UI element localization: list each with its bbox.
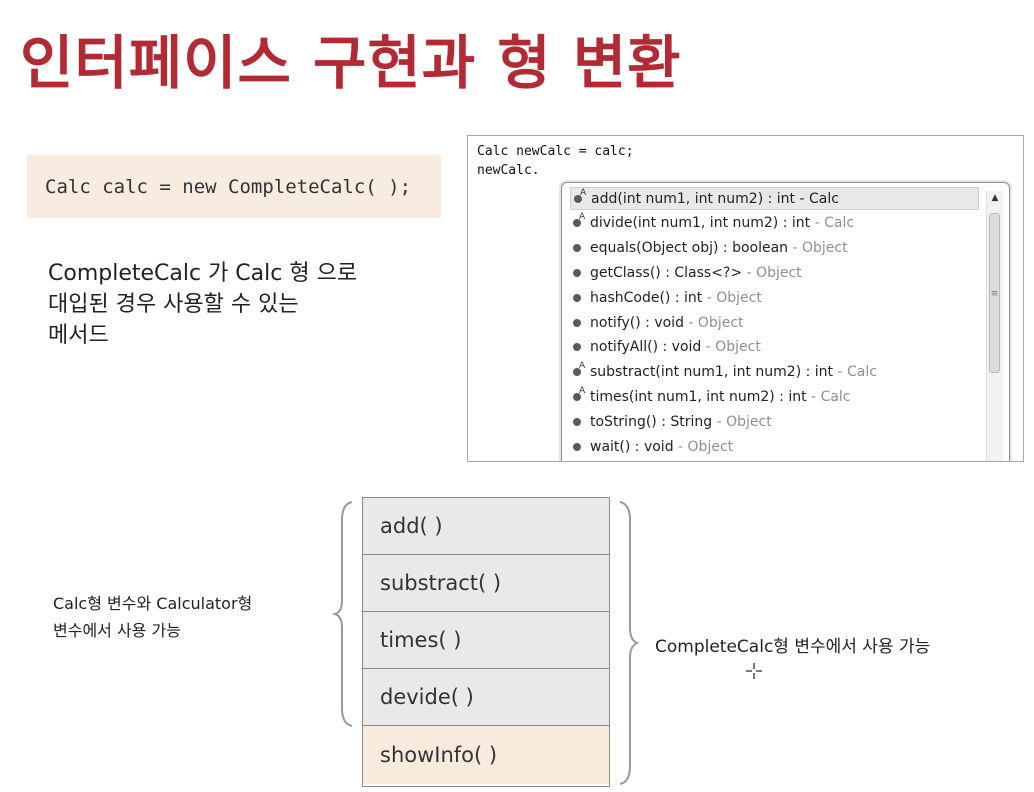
- method-owner: Object: [716, 289, 762, 306]
- separator: -: [712, 413, 727, 430]
- method-icon: [570, 415, 586, 429]
- autocomplete-item[interactable]: toString() : String - Object: [570, 410, 979, 433]
- method-icon: [570, 440, 586, 454]
- completecalc-scope-label: CompleteCalc형 변수에서 사용 가능: [655, 637, 931, 657]
- method-cell-substract: substract( ): [363, 555, 609, 612]
- label-line: Calc형 변수와 Calculator형: [53, 594, 253, 613]
- method-icon: [570, 291, 586, 305]
- method-signature: notifyAll() : void: [590, 339, 702, 356]
- method-stack: add( ) substract( ) times( ) devide( ) s…: [362, 497, 610, 787]
- scroll-up-icon[interactable]: ▲: [991, 193, 999, 203]
- method-owner: Calc: [824, 215, 855, 232]
- autocomplete-item[interactable]: notifyAll() : void - Object: [570, 336, 979, 359]
- method-owner: Object: [756, 264, 802, 281]
- code-editor-line: Calc newCalc = calc;: [477, 144, 634, 159]
- left-brace: [332, 501, 353, 727]
- separator: -: [673, 438, 688, 455]
- method-signature: wait() : void: [590, 438, 674, 455]
- autocomplete-item[interactable]: wait() : void - Object: [570, 435, 979, 458]
- calc-scope-label: Calc형 변수와 Calculator형 변수에서 사용 가능: [53, 590, 323, 644]
- method-signature: add(int num1, int num2) : int: [591, 190, 796, 207]
- label-line: 변수에서 사용 가능: [53, 621, 181, 640]
- separator: -: [701, 339, 716, 356]
- description: CompleteCalc 가 Calc 형 으로 대입된 경우 사용할 수 있는…: [48, 258, 438, 351]
- separator: -: [702, 289, 717, 306]
- method-signature: times(int num1, int num2) : int: [590, 388, 807, 405]
- method-icon: [570, 340, 586, 354]
- crosshair-cursor-icon: [746, 663, 762, 679]
- code-editor-line: newCalc.: [477, 163, 540, 178]
- popup-scrollbar[interactable]: ▲ ≡ ▼: [986, 191, 1003, 461]
- autocomplete-item[interactable]: notify() : void - Object: [570, 311, 979, 334]
- description-line: 메서드: [48, 323, 109, 348]
- method-owner: Calc: [820, 388, 851, 405]
- method-owner: Calc: [809, 190, 839, 207]
- separator: -: [833, 364, 847, 381]
- method-owner: Object: [687, 438, 734, 455]
- method-owner: Object: [715, 339, 761, 356]
- autocomplete-item[interactable]: getClass() : Class<?> - Object: [570, 261, 979, 284]
- method-signature: hashCode() : int: [590, 289, 703, 306]
- method-signature: toString() : String: [590, 413, 713, 430]
- method-signature: notify() : void: [590, 314, 684, 331]
- description-line: CompleteCalc 가 Calc 형 으로: [48, 261, 358, 286]
- method-cell-add: add( ): [363, 498, 609, 555]
- code-line: Calc calc = new CompleteCalc( );: [45, 175, 412, 198]
- method-icon: [570, 241, 586, 255]
- method-icon: [570, 266, 586, 280]
- method-signature: getClass() : Class<?>: [590, 264, 743, 281]
- method-owner: Object: [726, 413, 772, 430]
- separator: -: [788, 240, 802, 257]
- method-signature: substract(int num1, int num2) : int: [590, 364, 834, 381]
- separator: -: [742, 264, 757, 281]
- method-cell-times: times( ): [363, 612, 609, 669]
- method-owner: Calc: [847, 364, 877, 381]
- method-cell-showinfo: showInfo( ): [363, 726, 609, 784]
- method-icon: A: [570, 361, 586, 379]
- method-icon: A: [571, 188, 587, 206]
- description-line: 대입된 경우 사용할 수 있는: [48, 292, 299, 317]
- separator: -: [806, 388, 821, 405]
- method-icon: [570, 316, 586, 330]
- code-snippet: Calc calc = new CompleteCalc( );: [27, 155, 441, 218]
- method-icon: A: [570, 386, 586, 404]
- separator: -: [810, 215, 825, 232]
- page-title: 인터페이스 구현과 형 변환: [20, 29, 682, 97]
- ide-editor-screenshot: Calc newCalc = calc; newCalc. ▲ ≡ ▼ Aadd…: [467, 135, 1024, 462]
- right-brace: [619, 501, 640, 785]
- scroll-thumb[interactable]: ≡: [989, 213, 1000, 373]
- separator: -: [683, 314, 698, 331]
- method-cell-devide: devide( ): [363, 669, 609, 726]
- method-signature: divide(int num1, int num2) : int: [590, 215, 811, 232]
- method-signature: equals(Object obj) : boolean: [590, 240, 789, 257]
- method-owner: Object: [802, 240, 848, 257]
- method-owner: Object: [697, 314, 744, 331]
- separator: -: [795, 190, 809, 207]
- method-icon: A: [570, 212, 586, 230]
- autocomplete-item[interactable]: hashCode() : int - Object: [570, 286, 979, 309]
- autocomplete-item[interactable]: equals(Object obj) : boolean - Object: [570, 237, 979, 260]
